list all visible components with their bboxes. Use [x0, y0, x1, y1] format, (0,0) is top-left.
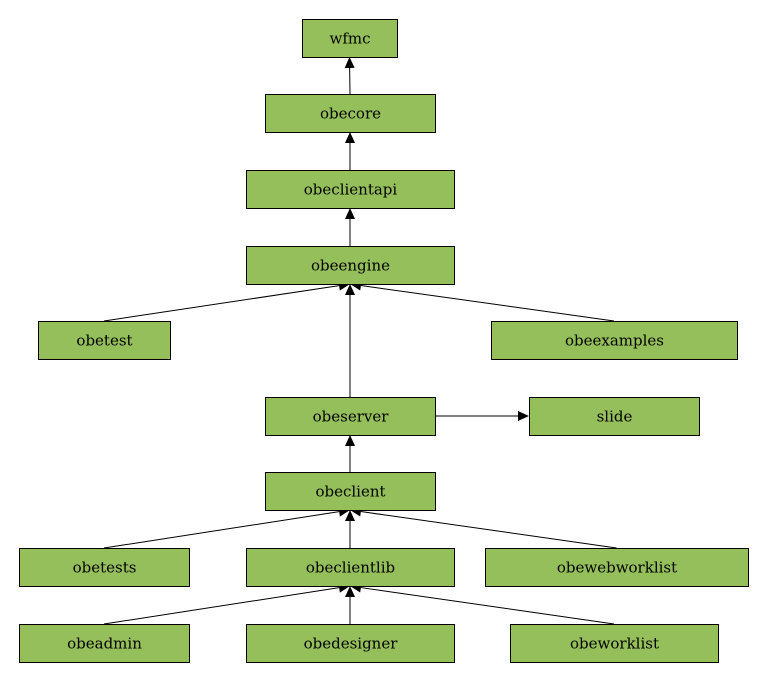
node-obeclientapi: obeclientapi [246, 170, 455, 209]
edge-line [103, 511, 340, 549]
node-obeclient: obeclient [265, 472, 436, 511]
node-box [246, 246, 455, 285]
edge-obeserver-to-slide [435, 411, 529, 421]
node-label: slide [597, 408, 633, 426]
node-box [19, 548, 190, 587]
edge-line [360, 587, 615, 625]
edge-line [103, 587, 340, 625]
node-box [491, 321, 738, 360]
node-box [265, 472, 436, 511]
edge-obetest-to-obeengine [103, 280, 350, 322]
node-box [265, 94, 436, 133]
edge-obeadmin-to-obeclientlib [103, 582, 350, 625]
node-wfmc: wfmc [302, 19, 398, 58]
edge-obeclientapi-to-obecore [345, 132, 355, 170]
edge-obetests-to-obeclient [103, 506, 350, 549]
edge-line [360, 285, 615, 322]
node-label: obeclientlib [306, 559, 395, 577]
node-obedesigner: obedesigner [246, 624, 455, 663]
edges-layer [103, 57, 617, 625]
edge-line [103, 285, 340, 322]
node-label: obeexamples [565, 332, 664, 350]
node-obeadmin: obeadmin [19, 624, 190, 663]
node-box [485, 548, 749, 587]
arrowhead-icon [518, 411, 529, 421]
nodes-layer: wfmc obecore obeclientapi obeengine obetest o… [19, 19, 749, 663]
node-box [265, 397, 436, 436]
node-label: obecore [320, 105, 381, 123]
edge-obedesigner-to-obeclientlib [345, 586, 355, 624]
node-box [19, 624, 190, 663]
arrowhead-icon [345, 510, 355, 521]
node-box [529, 397, 700, 436]
node-label: obeengine [311, 257, 390, 275]
node-box [246, 548, 455, 587]
node-obeworklist: obeworklist [510, 624, 719, 663]
node-box [246, 170, 455, 209]
edge-obeserver-to-obeengine [345, 284, 355, 397]
node-obeclientlib: obeclientlib [246, 548, 455, 587]
node-slide: slide [529, 397, 700, 436]
node-obeexamples: obeexamples [491, 321, 738, 360]
arrowhead-icon [345, 132, 355, 143]
edge-obecore-to-wfmc [344, 57, 355, 95]
node-label: obetest [76, 332, 132, 350]
node-box [302, 19, 398, 58]
edge-obeclientlib-to-obeclient [345, 510, 355, 548]
node-obecore: obecore [265, 94, 436, 133]
edge-obewebworklist-to-obeclient [350, 506, 617, 549]
node-label: obeadmin [67, 635, 142, 653]
edge-obeworklist-to-obeclientlib [350, 582, 615, 625]
arrowhead-icon [345, 435, 355, 446]
node-label: obewebworklist [557, 559, 677, 577]
node-box [246, 624, 455, 663]
edge-line [360, 511, 617, 549]
arrowhead-icon [344, 57, 355, 69]
node-label: obeserver [313, 408, 390, 426]
node-obeengine: obeengine [246, 246, 455, 285]
node-box [38, 321, 171, 360]
node-box [510, 624, 719, 663]
node-label: obeclient [315, 483, 385, 501]
node-obetests: obetests [19, 548, 190, 587]
edge-obeexamples-to-obeengine [350, 280, 615, 322]
node-label: obedesigner [304, 635, 399, 653]
node-obewebworklist: obewebworklist [485, 548, 749, 587]
edge-obeclient-to-obeserver [345, 435, 355, 472]
arrowhead-icon [345, 284, 355, 295]
edge-obeengine-to-obeclientapi [345, 208, 355, 246]
node-label: obeworklist [570, 635, 659, 653]
node-label: obeclientapi [304, 181, 398, 199]
node-obetest: obetest [38, 321, 171, 360]
node-label: wfmc [329, 30, 370, 48]
arrowhead-icon [345, 586, 355, 597]
node-obeserver: obeserver [265, 397, 436, 436]
arrowhead-icon [345, 208, 355, 219]
node-label: obetests [73, 559, 137, 577]
